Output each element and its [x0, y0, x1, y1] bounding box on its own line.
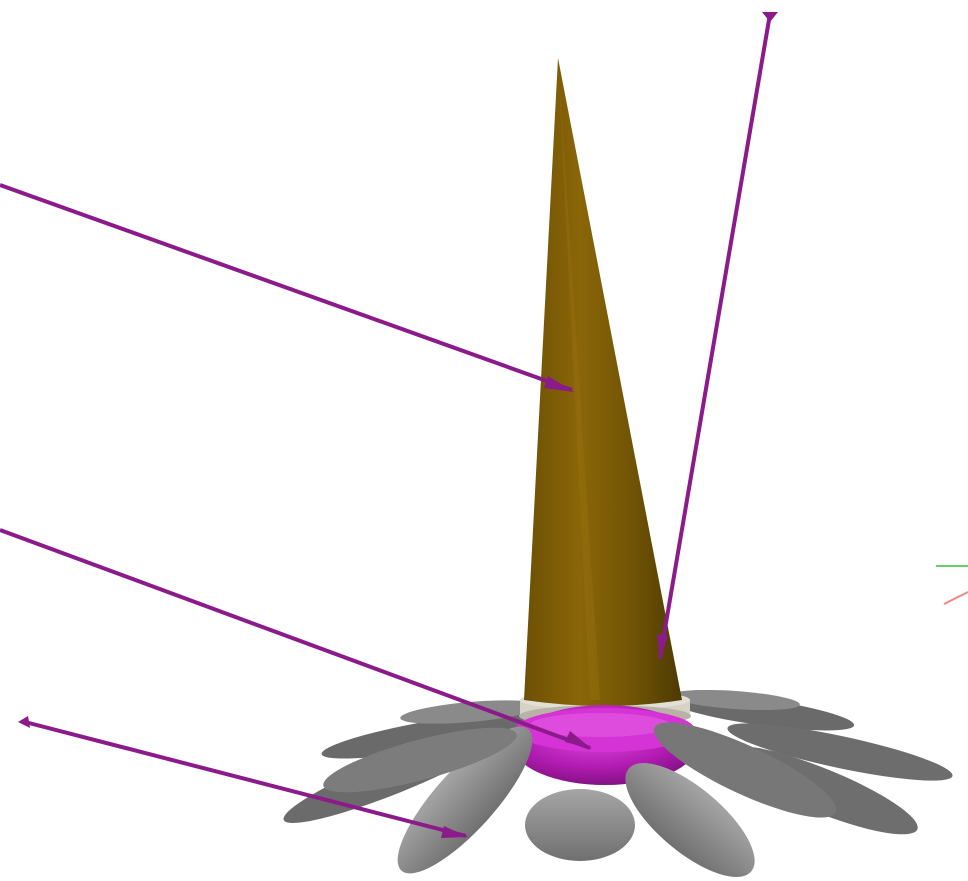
pointer-arrows	[0, 12, 778, 838]
arrow-to-cone[interactable]	[0, 183, 574, 392]
petal	[323, 727, 517, 793]
petal	[625, 763, 755, 877]
x-axis-line	[943, 591, 968, 605]
petal	[400, 700, 540, 724]
cone	[524, 58, 682, 706]
petal	[653, 722, 837, 818]
arrow-to-petal[interactable]	[18, 716, 468, 838]
petal	[397, 726, 533, 874]
axes-gizmo	[936, 565, 968, 605]
petal	[670, 689, 800, 711]
arrow-to-base-disc[interactable]	[0, 528, 592, 750]
petals-front	[323, 722, 837, 877]
arrow-to-cone-tip[interactable]	[657, 12, 778, 660]
petal	[525, 789, 635, 861]
petal	[727, 723, 953, 781]
petal	[321, 711, 539, 759]
